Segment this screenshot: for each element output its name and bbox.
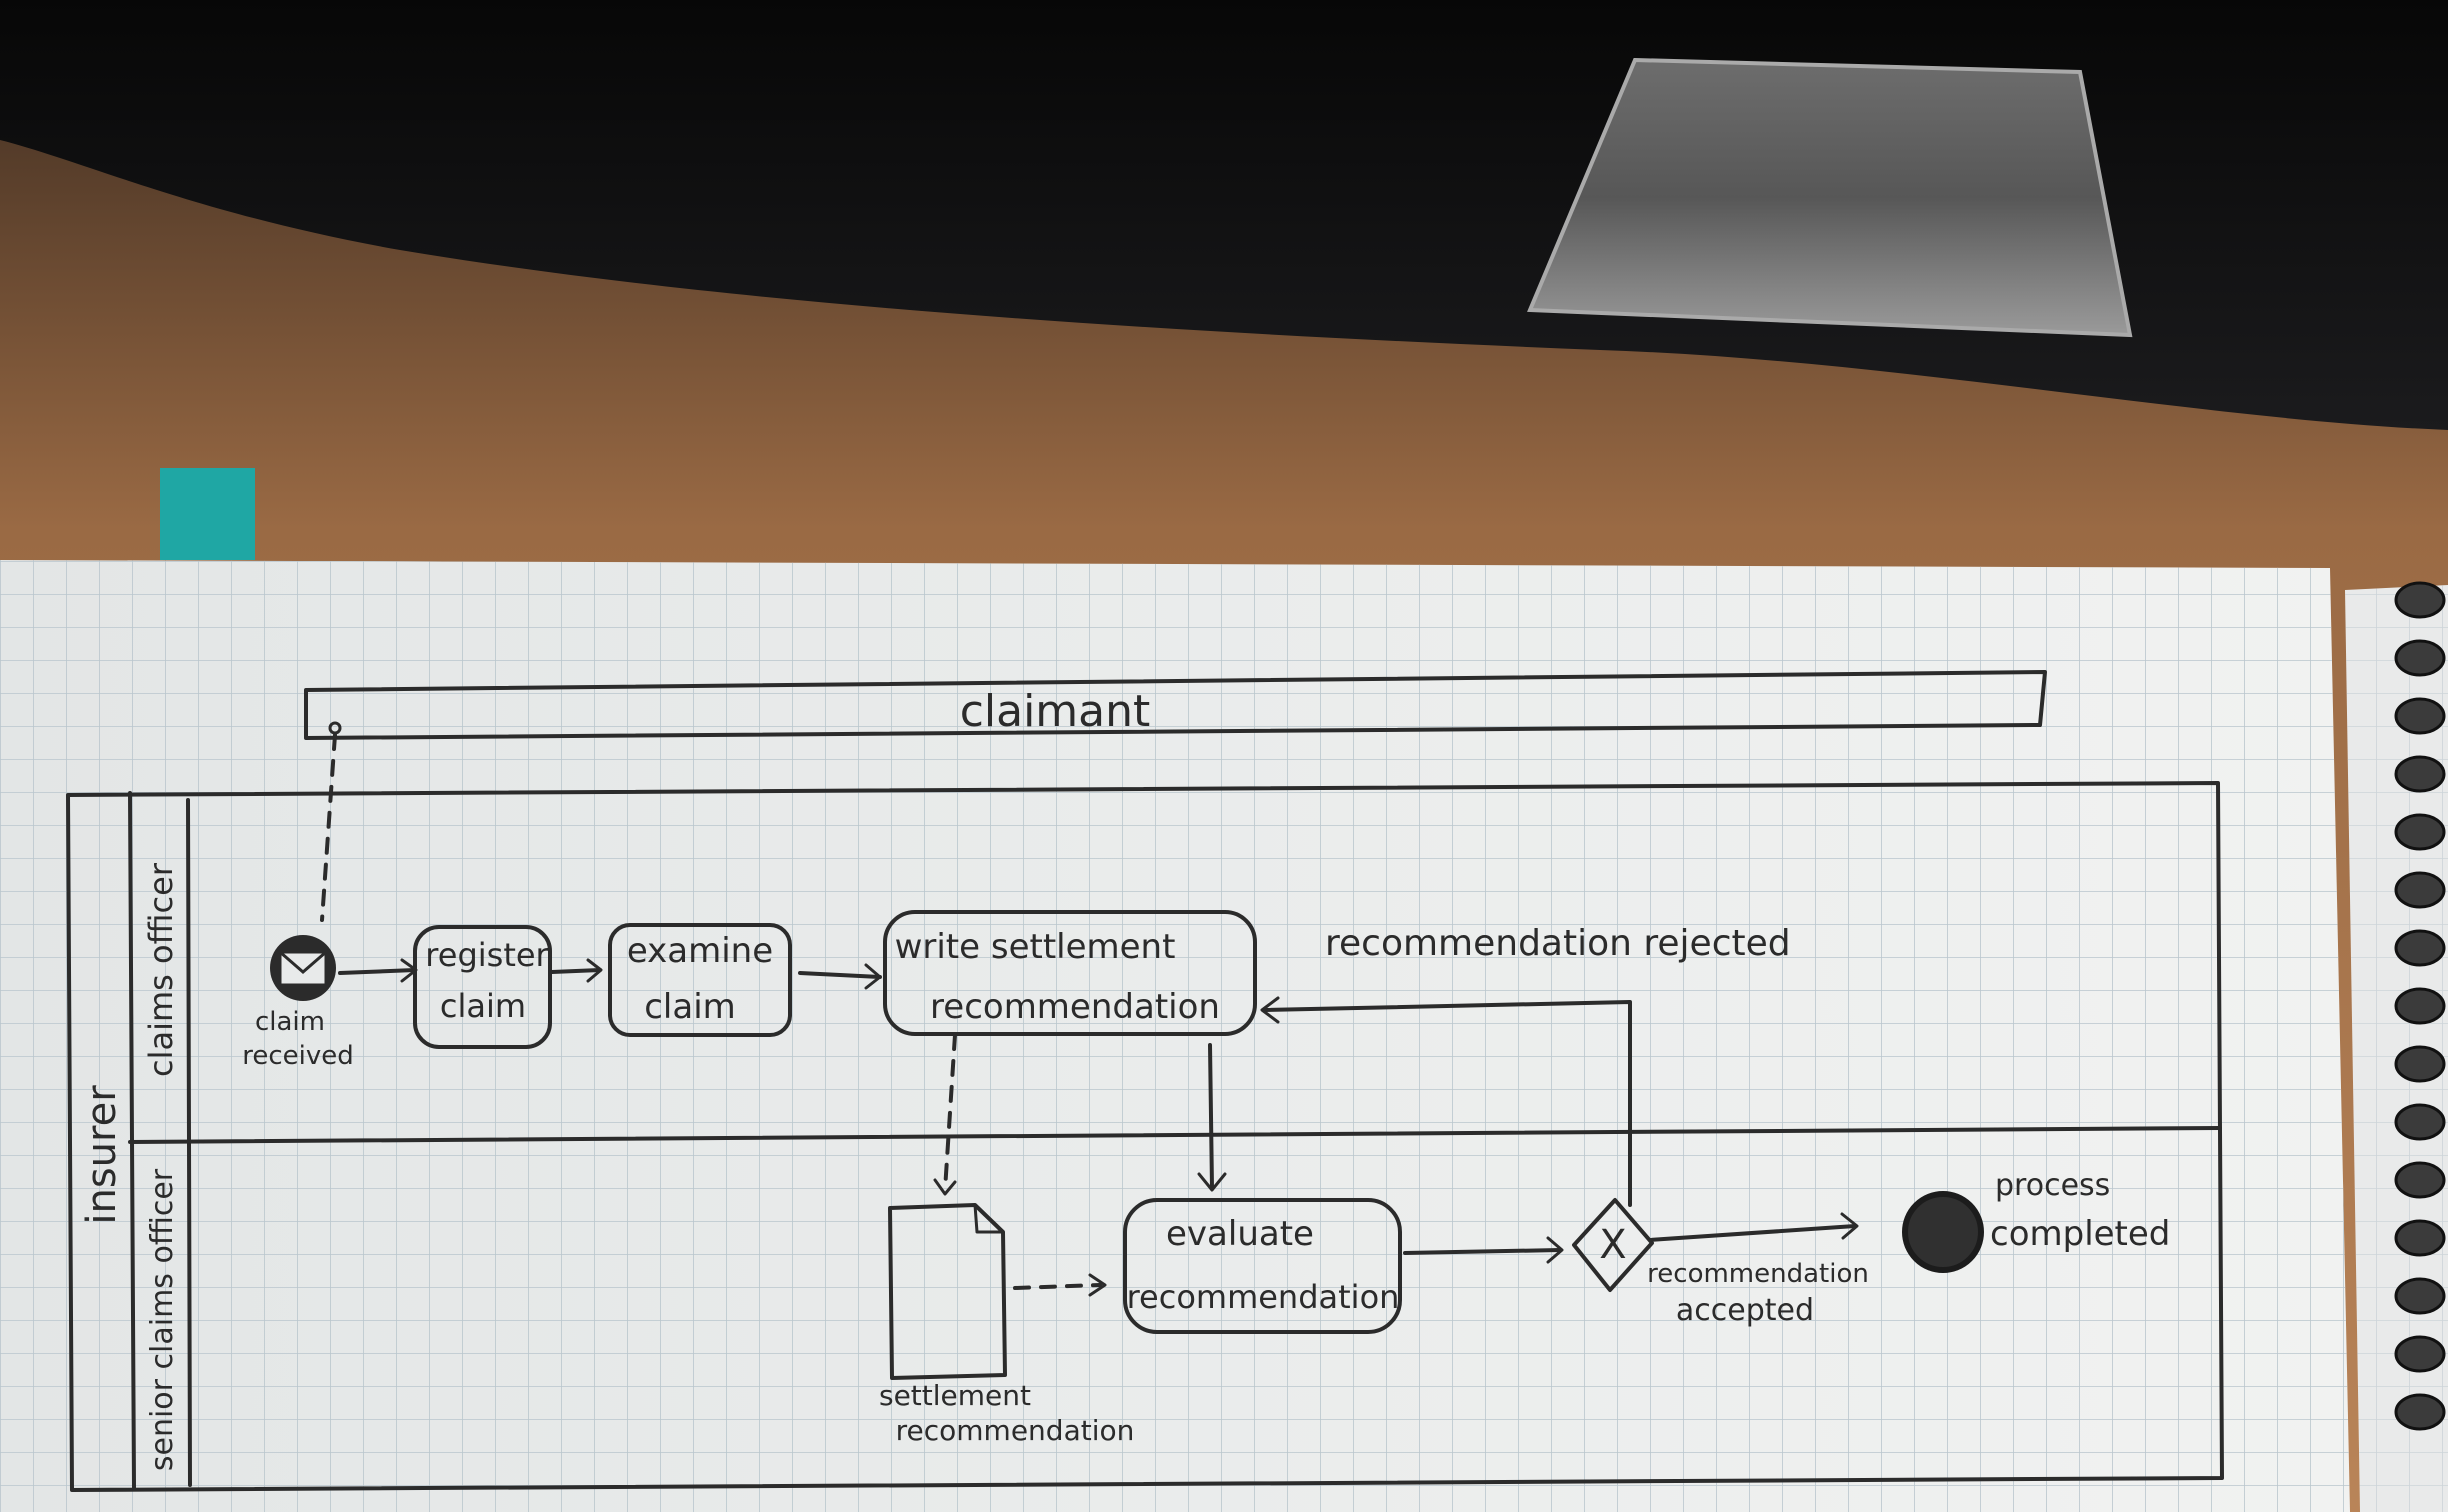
arrowhead <box>1197 1172 1227 1192</box>
start-event-label-2: received <box>242 1041 354 1071</box>
task-register-line-2: claim <box>440 987 526 1025</box>
teal-sticky-tab <box>160 468 255 560</box>
flow-register-to-examine <box>550 968 602 974</box>
flow-rejected-label: recommendation rejected <box>1325 923 1791 964</box>
arrowhead <box>933 1178 957 1196</box>
task-examine-line-1: examine <box>627 931 773 971</box>
spiral-ring <box>2394 1219 2446 1257</box>
spiral-ring <box>2394 1161 2446 1199</box>
end-event <box>1902 1191 1984 1273</box>
spiral-ring <box>2394 987 2446 1025</box>
task-examine-claim <box>608 923 792 1037</box>
spiral-ring <box>2394 1103 2446 1141</box>
spiral-ring <box>2394 755 2446 793</box>
task-evaluate-line-1: evaluate <box>1166 1214 1314 1254</box>
message-flow <box>320 733 337 922</box>
flow-write-to-evaluate <box>1208 1043 1214 1190</box>
task-evaluate-line-2: recommendation <box>1127 1278 1400 1316</box>
arrowhead <box>1260 996 1280 1024</box>
flow-accepted-label-2: accepted <box>1676 1293 1814 1328</box>
start-message-event <box>270 935 336 1001</box>
spiral-binding <box>2394 581 2446 1431</box>
data-object-label-1: settlement <box>879 1379 1031 1412</box>
spiral-ring <box>2394 639 2446 677</box>
data-association-output <box>943 1033 957 1192</box>
insurer-pool-label: insurer <box>79 1085 125 1225</box>
arrowhead <box>1088 1273 1107 1297</box>
flow-start-to-register <box>338 968 417 975</box>
insurer-pool <box>66 781 2224 1492</box>
bpmn-diagram: claimant insurer claims officer senior c… <box>66 670 2224 1492</box>
spiral-ring <box>2394 929 2446 967</box>
spiral-ring <box>2394 813 2446 851</box>
data-object-label-2: recommendation <box>896 1414 1135 1447</box>
task-examine-line-2: claim <box>644 987 736 1027</box>
spiral-ring <box>2394 1393 2446 1431</box>
lane-senior-claims-officer-label: senior claims officer <box>145 1168 180 1471</box>
flow-evaluate-to-gateway <box>1403 1248 1562 1255</box>
message-flow-origin <box>328 721 342 735</box>
flow-accepted <box>1648 1224 1857 1242</box>
arrowhead <box>864 963 882 990</box>
task-evaluate-recommendation <box>1123 1198 1402 1334</box>
laptop-hinge <box>1527 57 2133 338</box>
arrowhead <box>586 958 603 983</box>
arrowhead <box>1840 1212 1859 1240</box>
spiral-ring <box>2394 697 2446 735</box>
end-event-label-1: process <box>1995 1168 2110 1203</box>
task-write-line-2: recommendation <box>930 987 1220 1027</box>
claimant-pool-label: claimant <box>960 686 1151 737</box>
flow-examine-to-write <box>798 971 882 979</box>
task-register-claim <box>413 925 552 1049</box>
gateway-x-icon: X <box>1599 1222 1626 1268</box>
arrowhead <box>1546 1236 1564 1264</box>
spiral-ring <box>2394 1045 2446 1083</box>
task-write-line-1: write settlement <box>895 927 1176 967</box>
data-object-fold <box>973 1203 1005 1234</box>
lane-divider <box>128 1126 2222 1144</box>
spiral-ring <box>2394 1277 2446 1315</box>
spiral-ring <box>2394 581 2446 619</box>
data-association-input <box>1013 1283 1102 1290</box>
flow-rejected <box>1263 1000 1632 1207</box>
lane-claims-officer-label: claims officer <box>142 862 180 1077</box>
spiral-ring <box>2394 871 2446 909</box>
claimant-pool <box>304 670 2047 740</box>
data-object-settlement-recommendation <box>888 1203 1007 1380</box>
task-register-line-1: register <box>425 936 549 974</box>
task-write-settlement-recommendation <box>883 910 1257 1036</box>
spiral-ring <box>2394 1335 2446 1373</box>
flow-accepted-label-1: recommendation <box>1647 1259 1869 1289</box>
start-event-label-1: claim <box>255 1007 325 1037</box>
exclusive-gateway <box>1572 1198 1654 1292</box>
end-event-label-2: completed <box>1990 1214 2170 1254</box>
